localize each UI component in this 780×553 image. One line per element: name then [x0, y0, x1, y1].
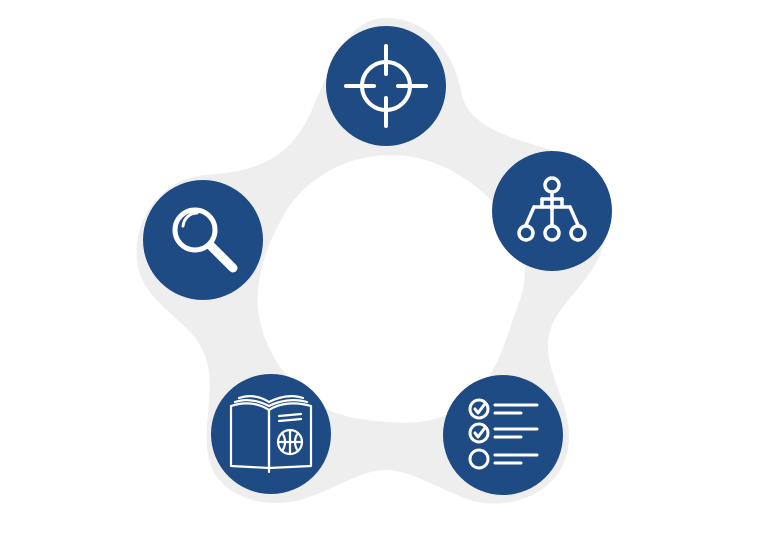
node-hierarchy: [492, 151, 612, 271]
node-circle: [443, 375, 563, 495]
crosshair-icon: [344, 44, 428, 128]
magnifier-icon: [172, 207, 238, 273]
hierarchy-icon: [517, 176, 587, 242]
node-circle: [211, 374, 331, 494]
node-circle: [143, 180, 263, 300]
node-book: [211, 374, 331, 494]
book-icon: [229, 395, 313, 474]
node-magnifier: [143, 180, 263, 300]
node-circle: [326, 26, 446, 146]
node-checklist: [443, 375, 563, 495]
node-crosshair: [326, 26, 446, 146]
checklist-icon: [468, 398, 539, 470]
